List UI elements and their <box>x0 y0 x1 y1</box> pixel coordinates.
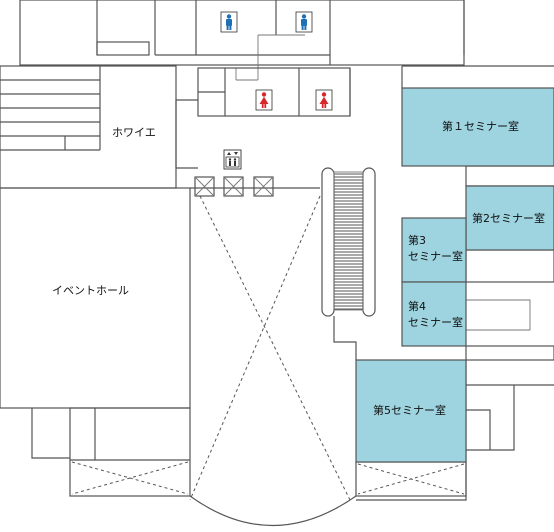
top-block <box>19 0 465 81</box>
elevator-icon <box>223 149 242 170</box>
event-hall-label: イベントホール <box>52 284 129 297</box>
escalator <box>321 167 376 317</box>
seminar-room-3-label-line1: 第3 <box>408 233 426 247</box>
seminar-room-3-label-line2: セミナー室 <box>408 249 463 263</box>
seminar-room-4 <box>401 281 467 347</box>
seminar-room-4-label-line1: 第4 <box>408 299 426 313</box>
seminar-room-2-label: 第2セミナー室 <box>472 211 545 225</box>
left-wing <box>0 65 177 189</box>
restroom-core <box>175 67 351 169</box>
seminar-room-3 <box>401 217 467 283</box>
lower-right-block <box>355 461 467 497</box>
elevator-boxes <box>194 176 274 197</box>
female-restroom-icon <box>315 89 333 111</box>
male-restroom-icon <box>295 11 313 33</box>
male-restroom-icon <box>220 11 238 33</box>
seminar-room-4-label-line2: セミナー室 <box>408 315 463 329</box>
seminar-rooms <box>355 87 554 463</box>
seminar-room-5 <box>355 359 467 463</box>
seminar-room-1 <box>401 87 554 167</box>
foyer-label: ホワイエ <box>112 126 156 139</box>
atrium-void <box>189 195 357 527</box>
event-hall-walls <box>0 187 320 459</box>
female-restroom-icon <box>255 89 273 111</box>
seminar-room-5-label: 第5セミナー室 <box>373 403 446 417</box>
lower-left-block <box>69 407 191 497</box>
seminar-room-1-label: 第１セミナー室 <box>442 119 519 133</box>
